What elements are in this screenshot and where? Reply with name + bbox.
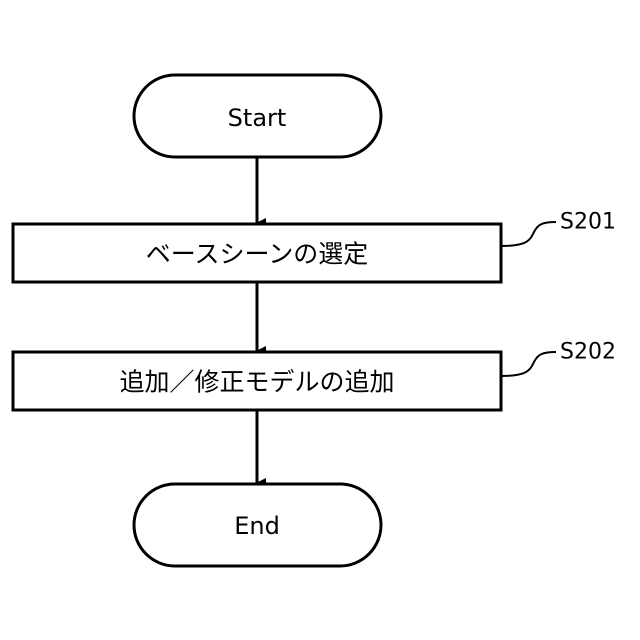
leader-s202: [501, 352, 556, 376]
process-s202-label: 追加／修正モデルの追加: [119, 368, 394, 397]
start-label: Start: [228, 104, 287, 132]
start-node: Start: [134, 75, 381, 157]
process-s201: ベースシーンの選定: [13, 224, 501, 282]
process-s201-label: ベースシーンの選定: [146, 240, 369, 269]
process-s202: 追加／修正モデルの追加: [13, 352, 501, 410]
step-label-s202: S202: [560, 340, 616, 365]
end-node: End: [134, 484, 381, 566]
step-label-s201: S201: [560, 210, 616, 235]
leader-s201: [501, 222, 556, 246]
end-label: End: [234, 512, 280, 540]
